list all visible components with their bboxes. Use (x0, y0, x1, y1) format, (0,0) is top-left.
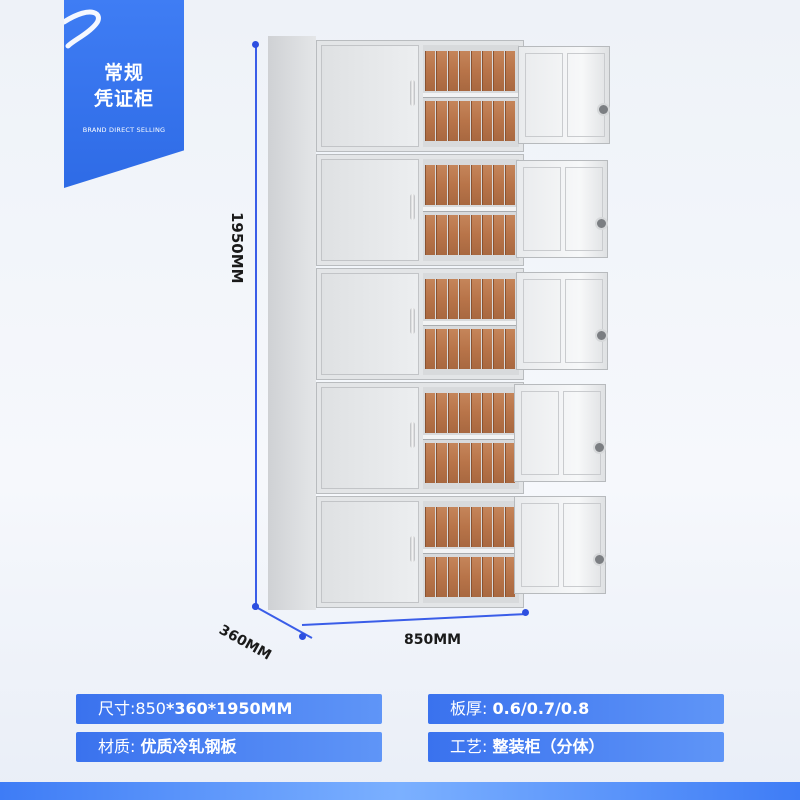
closed-door (321, 273, 419, 375)
binder-row (425, 165, 515, 205)
lock-icon (595, 217, 608, 230)
shelf (423, 93, 519, 98)
thickness-spec-value: 0.6/0.7/0.8 (492, 699, 590, 718)
swoosh-decoration (64, 9, 101, 49)
binder-row (425, 279, 515, 319)
category-badge: 常规 凭证柜 BRAND DIRECT SELLING (64, 0, 184, 188)
door-handle (410, 536, 415, 562)
lock-icon (597, 103, 610, 116)
shelf (423, 321, 519, 326)
binder-row (425, 557, 515, 597)
door-handle (410, 422, 415, 448)
material-spec-tag: 材质: 优质冷轧钢板 (76, 732, 382, 762)
craft-spec-label: 工艺: (450, 737, 488, 756)
cabinet-interior (423, 501, 519, 603)
open-door-1 (518, 46, 610, 144)
binder-row (425, 393, 515, 433)
badge-title-line1: 常规 (103, 62, 144, 84)
cabinet-side-panel (268, 36, 316, 610)
cabinet-section-4 (316, 382, 524, 494)
cabinet-interior (423, 273, 519, 375)
depth-dimension-dot-back (252, 603, 259, 610)
shelf (423, 435, 519, 440)
cabinet-section-2 (316, 154, 524, 266)
depth-dimension-dot-front (299, 633, 306, 640)
lock-icon (593, 553, 606, 566)
width-dimension-line (301, 612, 528, 626)
cabinet-interior (423, 159, 519, 261)
width-dimension-label: 850MM (404, 632, 462, 648)
cabinet-section-5 (316, 496, 524, 608)
thickness-spec-label: 板厚: (450, 699, 488, 718)
shelf (423, 549, 519, 554)
badge-subtitle: BRAND DIRECT SELLING (82, 126, 166, 134)
door-handle (410, 308, 415, 334)
material-spec-label: 材质: (98, 737, 136, 756)
height-dimension-line (255, 44, 257, 606)
badge-title-line2: 凭证柜 (93, 88, 154, 110)
cabinet-interior (423, 45, 519, 147)
open-door-2 (516, 160, 608, 258)
binder-row (425, 329, 515, 369)
closed-door (321, 501, 419, 603)
binder-row (425, 51, 515, 91)
width-dimension-dot-right (522, 609, 529, 616)
thickness-spec-tag: 板厚: 0.6/0.7/0.8 (428, 694, 724, 724)
size-spec-value-a: 850 (135, 699, 166, 718)
material-spec-value: 优质冷轧钢板 (140, 737, 237, 756)
cabinet-interior (423, 387, 519, 489)
size-spec-value-b: *360*1950MM (165, 699, 293, 718)
open-door-4 (514, 384, 606, 482)
door-handle (410, 194, 415, 220)
closed-door (321, 387, 419, 489)
lock-icon (593, 441, 606, 454)
closed-door (321, 45, 419, 147)
binder-row (425, 443, 515, 483)
depth-dimension-label: 360MM (216, 622, 274, 664)
open-door-5 (514, 496, 606, 594)
binder-row (425, 507, 515, 547)
cabinet-section-3 (316, 268, 524, 380)
cabinet-illustration (268, 36, 524, 610)
shelf (423, 207, 519, 212)
binder-row (425, 215, 515, 255)
closed-door (321, 159, 419, 261)
cabinet-section-1 (316, 40, 524, 152)
binder-row (425, 101, 515, 141)
size-spec-label: 尺寸: (98, 699, 136, 718)
open-door-3 (516, 272, 608, 370)
height-dimension-label: 1950MM (228, 212, 246, 284)
door-handle (410, 80, 415, 106)
lock-icon (595, 329, 608, 342)
craft-spec-value: 整装柜（分体） (492, 737, 605, 756)
height-dimension-dot-top (252, 41, 259, 48)
craft-spec-tag: 工艺: 整装柜（分体） (428, 732, 724, 762)
size-spec-tag: 尺寸:850*360*1950MM (76, 694, 382, 724)
